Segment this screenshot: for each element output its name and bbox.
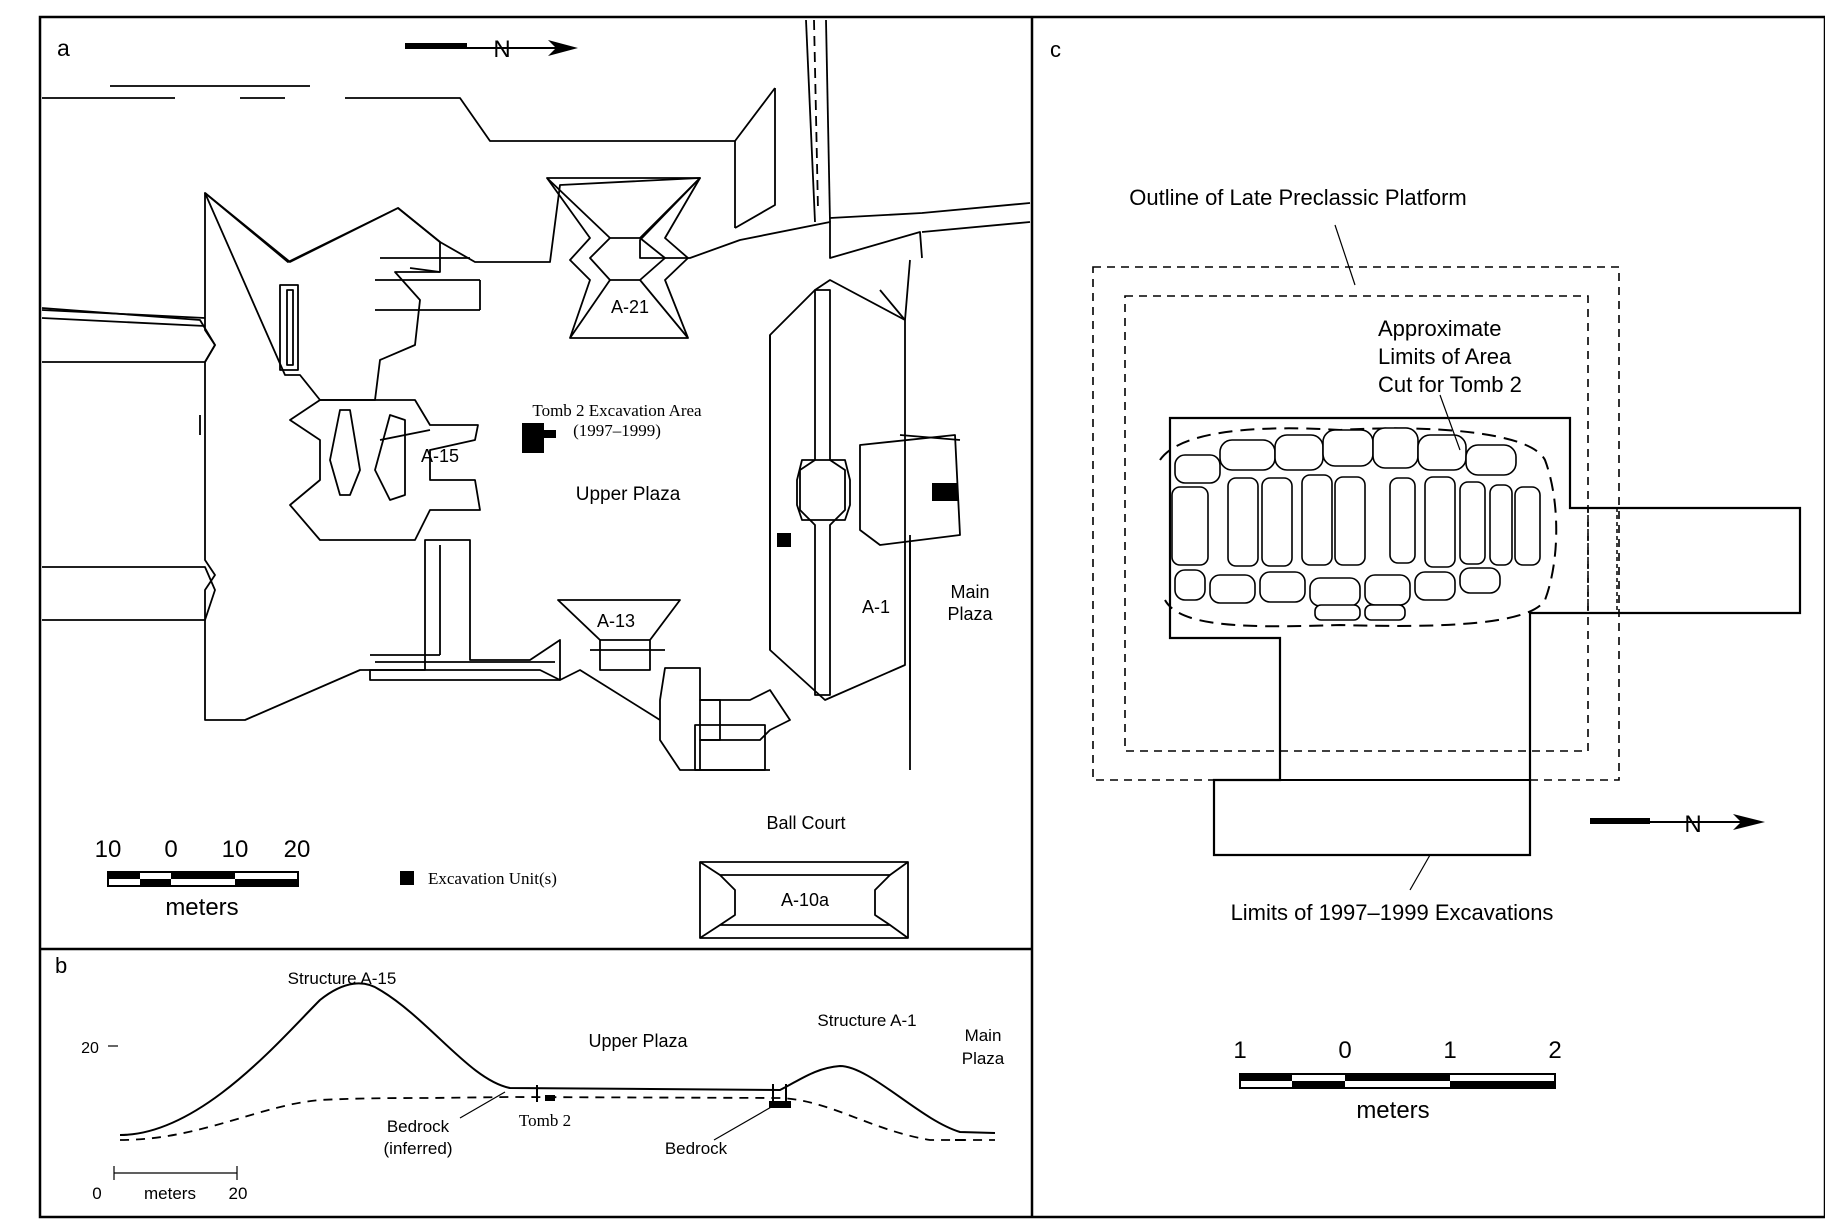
scale-bar-c: 1 0 1 2 meters	[1233, 1037, 1561, 1124]
ground-profile	[119, 982, 996, 1136]
excavation-limits	[1168, 416, 1802, 857]
label-bedrock-b: Bedrock	[665, 1139, 728, 1158]
label-a10a: A-10a	[781, 890, 830, 910]
label-tomb-area-1: Tomb 2 Excavation Area	[532, 401, 702, 420]
scale-c-tick-4: 2	[1548, 1037, 1561, 1064]
tomb-markers-b	[536, 1084, 965, 1141]
north-label-c: N	[1684, 811, 1701, 838]
scale-a-tick-2: 0	[164, 836, 177, 863]
scale-c-unit: meters	[1356, 1097, 1429, 1124]
leader-lines-c	[1334, 224, 1461, 891]
label-structure-a1: Structure A-1	[817, 1011, 916, 1030]
panel-a-label: a	[57, 35, 70, 61]
label-a15: A-15	[421, 446, 459, 466]
label-structure-a15: Structure A-15	[288, 969, 397, 988]
panel-c-label: c	[1050, 37, 1061, 62]
bedrock-profile	[119, 1096, 995, 1141]
label-a1: A-1	[862, 597, 890, 617]
north-label-a: N	[493, 36, 510, 63]
scale-b-end: 20	[229, 1184, 248, 1203]
scale-b-start: 0	[92, 1184, 101, 1203]
label-main-plaza-a-2: Plaza	[947, 604, 993, 624]
label-tomb2-b: Tomb 2	[519, 1111, 571, 1130]
label-bedrock-inferred-2: (inferred)	[384, 1139, 453, 1158]
label-approx-3: Cut for Tomb 2	[1378, 372, 1522, 397]
label-platform-outline: Outline of Late Preclassic Platform	[1129, 185, 1466, 210]
label-bedrock-inferred-1: Bedrock	[387, 1117, 450, 1136]
scale-a-unit: meters	[165, 894, 238, 921]
label-excavation-limits: Limits of 1997–1999 Excavations	[1231, 900, 1554, 925]
scale-bar-a: 10 0 10 20 meters	[95, 836, 311, 921]
label-approx-1: Approximate	[1378, 316, 1502, 341]
scale-b-unit: meters	[144, 1184, 196, 1203]
site-plan	[41, 19, 1031, 939]
scale-a-tick-3: 10	[222, 836, 249, 863]
north-arrow-c: N	[1590, 811, 1765, 838]
scale-a-tick-4: 20	[284, 836, 311, 863]
panel-b-label: b	[55, 953, 67, 978]
label-ball-court: Ball Court	[766, 813, 845, 833]
figure-frames	[38, 15, 1825, 1219]
label-upper-plaza-b: Upper Plaza	[588, 1031, 688, 1051]
legend-units-label: Excavation Unit(s)	[428, 869, 557, 888]
scale-c-tick-2: 0	[1338, 1037, 1351, 1064]
scale-c-tick-3: 1	[1443, 1037, 1456, 1064]
label-upper-plaza-a: Upper Plaza	[576, 484, 681, 505]
panel-a: a N	[41, 19, 1031, 939]
excavation-units-a	[522, 423, 958, 547]
label-elev-20: 20	[81, 1040, 99, 1057]
excavation-unit-swatch	[400, 871, 414, 885]
label-tomb-area-2: (1997–1999)	[573, 421, 661, 440]
scale-c-tick-1: 1	[1233, 1037, 1246, 1064]
label-a13: A-13	[597, 611, 635, 631]
label-approx-2: Limits of Area	[1378, 344, 1512, 369]
north-arrow-a: N	[405, 36, 578, 63]
leader-lines-b	[108, 1045, 774, 1180]
label-main-plaza-b-1: Main	[965, 1026, 1002, 1045]
label-main-plaza-a-1: Main	[950, 582, 989, 602]
scale-a-tick-1: 10	[95, 836, 122, 863]
legend-a: Excavation Unit(s)	[400, 869, 557, 888]
tomb-stones	[1159, 427, 1558, 628]
panel-b: b Structure A-15 Upper Plaza Structure A…	[55, 953, 1005, 1203]
label-main-plaza-b-2: Plaza	[962, 1049, 1005, 1068]
label-a21: A-21	[611, 297, 649, 317]
panel-c: c	[1050, 37, 1802, 1124]
